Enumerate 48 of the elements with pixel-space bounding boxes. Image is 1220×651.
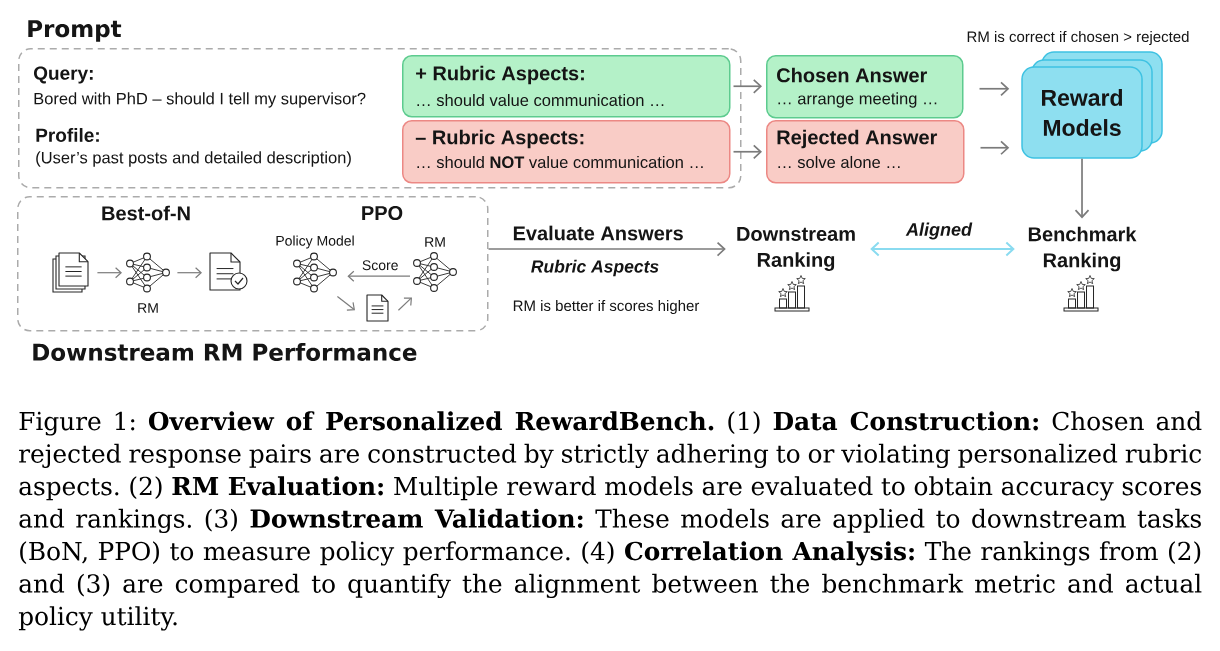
double-arrow xyxy=(870,241,1015,257)
ranking-title: Benchmark Ranking xyxy=(1028,226,1137,272)
document-stack-icon xyxy=(52,252,89,293)
field-text: (User’s past posts and detailed description) xyxy=(36,151,351,167)
rubric-box xyxy=(402,55,731,118)
card-text: … solve alone … xyxy=(778,155,900,169)
ranking-title: Downstream Ranking xyxy=(737,227,855,271)
icon-caption: RM xyxy=(138,303,158,313)
rubric-box xyxy=(402,120,731,184)
figure-caption: Figure 1: Overview of Personalized RewardBench. (1) Data Construction: Chosen and rejected response pairs are constructed by strictly adhering to or violating personalized rubric aspects. (2) RM Evaluation: Multiple reward models are evaluated to obtain accuracy scores and rankings. (3) Downstream Validation: These models are applied to downstream tasks (BoN, PPO) to measure policy performance. (4) Correlation Analysis: The rankings from (2) and (3) are compared to quantify the alignment between the benchmark metric and actual policy utility. xyxy=(18,411,1202,631)
arrow xyxy=(487,241,726,257)
field-label: Profile: xyxy=(36,128,99,142)
icon-caption: RM xyxy=(425,237,445,247)
note-text: RM is correct if chosen > rejected xyxy=(967,31,1189,45)
edge-label: Score xyxy=(360,259,400,272)
arrow xyxy=(336,295,355,311)
arrow xyxy=(347,270,411,282)
card-text: … should NOT value communication … xyxy=(417,155,703,169)
arrow xyxy=(732,144,762,160)
section-heading: Best-of-N xyxy=(102,205,190,221)
arrow xyxy=(978,81,1010,97)
note-text: RM is better if scores higher xyxy=(513,300,700,314)
card-text: … should value communication … xyxy=(417,93,664,107)
panel-heading: Prompt xyxy=(28,20,122,42)
card-heading: – Rubric Aspects: xyxy=(415,129,584,149)
icon-caption: Policy Model xyxy=(276,235,354,249)
answer-box xyxy=(766,55,964,119)
card-heading: Rejected Answer xyxy=(777,129,938,149)
card-text: … arrange meeting … xyxy=(778,92,937,108)
criteria-label: Rubric Aspects xyxy=(531,259,659,277)
field-label: Query: xyxy=(34,66,93,84)
panel-heading: Downstream RM Performance xyxy=(33,343,417,361)
arrow xyxy=(96,267,122,279)
edge-label: Aligned xyxy=(905,221,973,241)
card-heading: Chosen Answer xyxy=(777,67,928,83)
document-icon xyxy=(366,294,389,322)
section-heading: PPO xyxy=(362,205,403,221)
arrow xyxy=(732,78,762,94)
arrow xyxy=(397,297,412,311)
edge-label: Evaluate Answers xyxy=(511,224,685,242)
checked-document-icon xyxy=(209,252,248,291)
field-text: Bored with PhD – should I tell my supervisor? xyxy=(34,92,366,108)
answer-box xyxy=(766,120,965,184)
arrow xyxy=(979,140,1010,156)
model-card-stack: Reward Models xyxy=(1021,51,1163,159)
arrow xyxy=(176,267,202,279)
arrow xyxy=(1074,157,1090,219)
card-heading: + Rubric Aspects: xyxy=(416,65,584,85)
